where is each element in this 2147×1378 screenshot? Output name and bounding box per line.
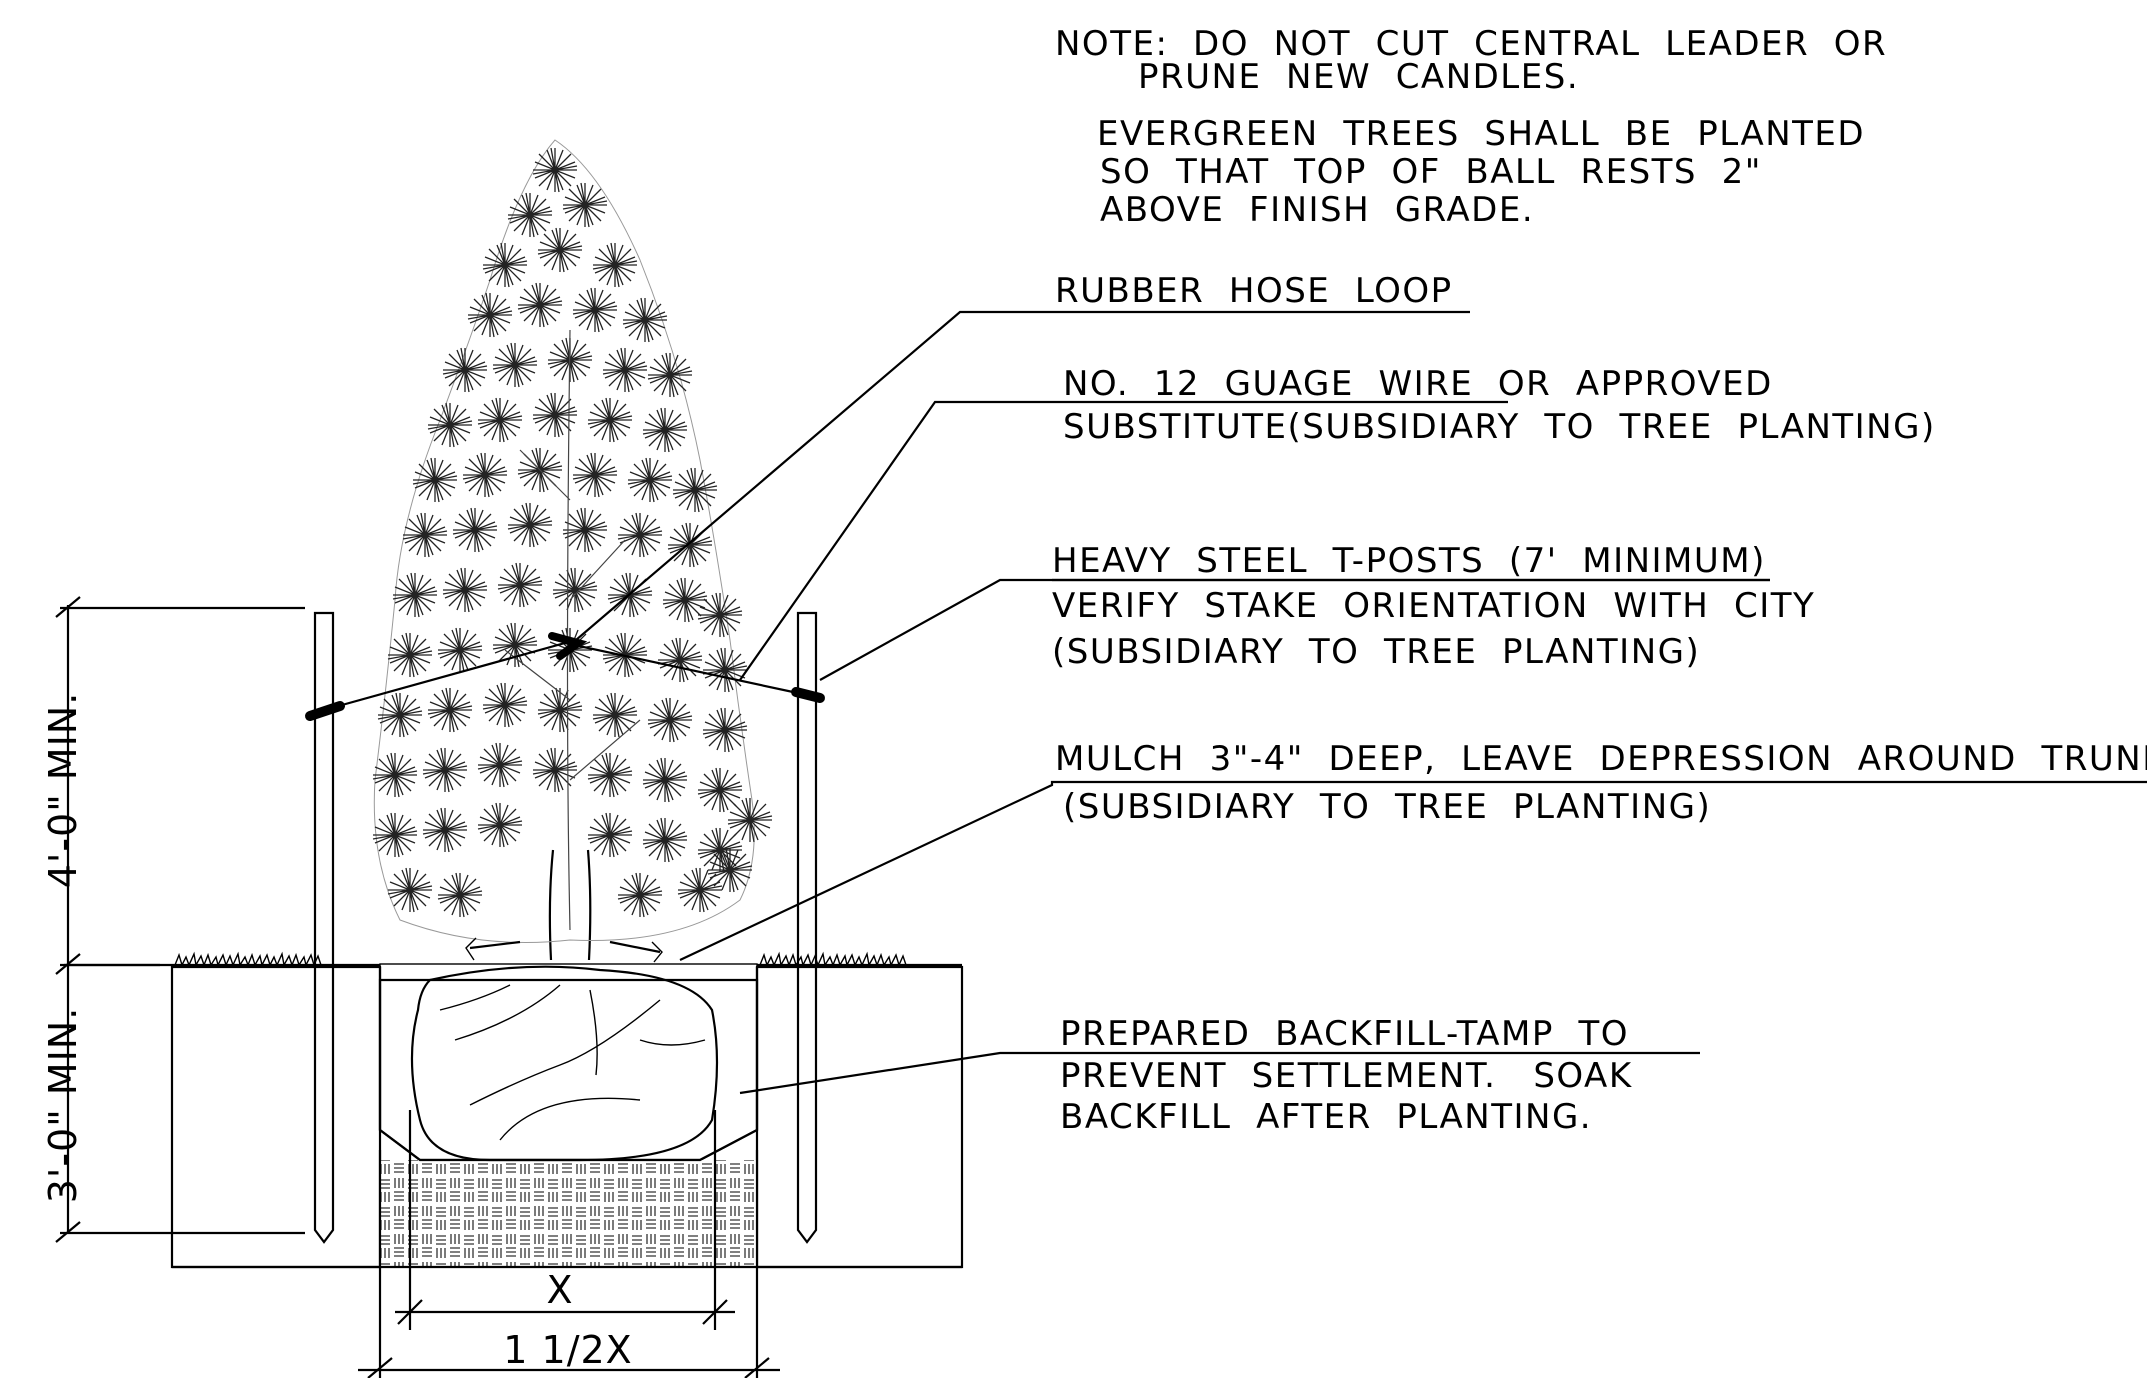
general-notes: NOTE: DO NOT CUT CENTRAL LEADER OR PRUNE… <box>1055 24 1887 230</box>
dimension-pit-width: 1 1/2X <box>358 1150 780 1378</box>
dimension-pit-width-label: 1 1/2X <box>503 1328 632 1372</box>
steel-t-post-right <box>796 611 818 1244</box>
callout-backfill-line-1: PREPARED BACKFILL-TAMP TO <box>1060 1014 1629 1054</box>
rubber-hose-loop-right <box>791 687 825 703</box>
dimension-above-grade: 4'-0" MIN. <box>41 596 305 975</box>
callout-t-posts-line-2: VERIFY STAKE ORIENTATION WITH CITY <box>1052 586 1815 626</box>
root-ball-burlap-folds <box>439 984 706 1141</box>
note-2-line-2: SO THAT TOP OF BALL RESTS 2" <box>1100 152 1762 192</box>
note-1-line-1: NOTE: DO NOT CUT CENTRAL LEADER OR <box>1055 24 1887 64</box>
callout-backfill-line-2: PREVENT SETTLEMENT. SOAK <box>1060 1056 1633 1096</box>
callout-mulch-line-1: MULCH 3"-4" DEEP, LEAVE DEPRESSION AROUN… <box>1055 739 2147 779</box>
root-ball <box>410 965 719 1162</box>
dimension-ball-width: X <box>395 1110 735 1330</box>
dimension-below-grade-label: 3'-0" MIN. <box>41 1007 85 1204</box>
tree-trunk <box>548 849 592 961</box>
callout-backfill-line-3: BACKFILL AFTER PLANTING. <box>1060 1097 1592 1137</box>
callout-wire-line-2: SUBSTITUTE(SUBSIDIARY TO TREE PLANTING) <box>1063 407 1936 447</box>
callout-hose-loop: RUBBER HOSE LOOP <box>1055 271 1453 311</box>
evergreen-tree <box>372 139 773 943</box>
callout-mulch-line-2: (SUBSIDIARY TO TREE PLANTING) <box>1063 787 1711 827</box>
note-1-line-2: PRUNE NEW CANDLES. <box>1138 57 1579 97</box>
note-2-line-1: EVERGREEN TREES SHALL BE PLANTED <box>1097 114 1865 154</box>
dimension-above-grade-label: 4'-0" MIN. <box>41 692 85 889</box>
callout-t-posts: HEAVY STEEL T-POSTS (7' MINIMUM) VERIFY … <box>1052 541 1815 672</box>
soil-section <box>170 965 964 1269</box>
steel-t-post-left <box>313 611 335 1244</box>
callout-wire-line-1: NO. 12 GUAGE WIRE OR APPROVED <box>1063 364 1773 404</box>
callout-t-posts-line-3: (SUBSIDIARY TO TREE PLANTING) <box>1052 632 1700 672</box>
mulch-layer <box>379 963 758 981</box>
callout-hose-loop-text: RUBBER HOSE LOOP <box>1055 271 1453 311</box>
dimension-ball-width-label: X <box>546 1268 573 1312</box>
callout-t-posts-line-1: HEAVY STEEL T-POSTS (7' MINIMUM) <box>1052 541 1766 581</box>
callout-mulch: MULCH 3"-4" DEEP, LEAVE DEPRESSION AROUN… <box>1055 739 2147 827</box>
note-2-line-3: ABOVE FINISH GRADE. <box>1100 190 1534 230</box>
callout-backfill: PREPARED BACKFILL-TAMP TO PREVENT SETTLE… <box>1060 1014 1633 1137</box>
rubber-hose-loop-left <box>305 701 345 721</box>
callout-wire: NO. 12 GUAGE WIRE OR APPROVED SUBSTITUTE… <box>1063 364 1936 447</box>
rubber-hose-loop-trunk <box>548 632 588 660</box>
dimension-below-grade: 3'-0" MIN. <box>41 965 305 1243</box>
